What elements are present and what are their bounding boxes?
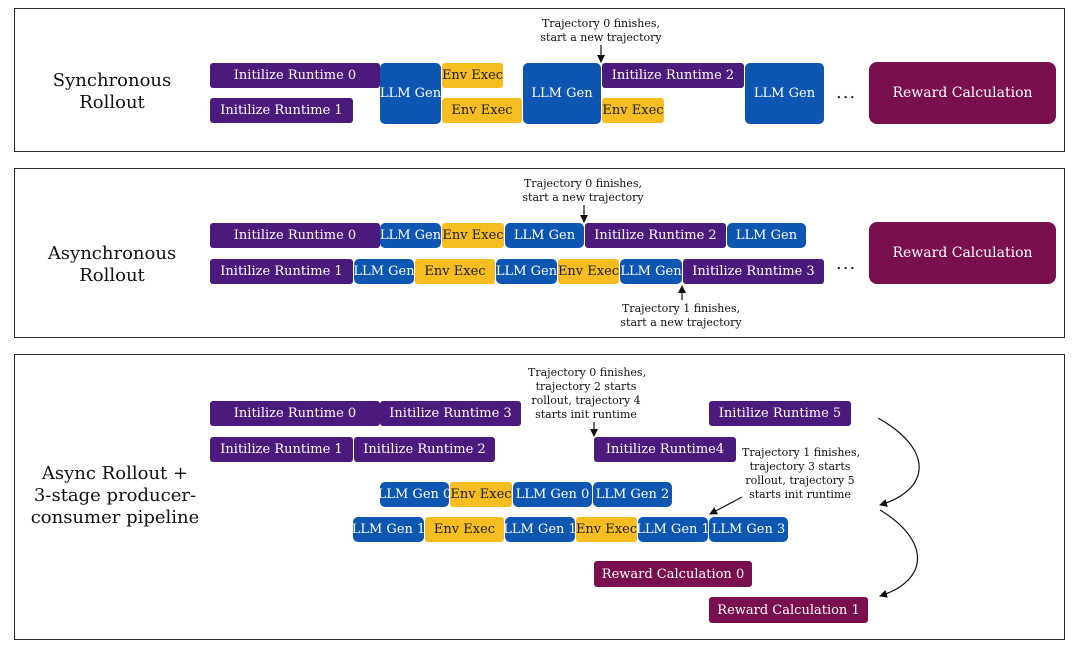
sync-ellipsis: ... — [836, 82, 857, 103]
async-note-bottom-line-2: start a new trajectory — [620, 316, 742, 329]
async-r2-llm-gen-3: LLM Gen — [620, 259, 682, 284]
async-r2-env-exec-2: Env Exec — [558, 259, 619, 284]
pipe-init-runtime-0: Initilize Runtime 0 — [210, 401, 380, 426]
sync-llm-gen-1: LLM Gen — [380, 63, 441, 124]
async-init-runtime-1: Initilize Runtime 1 — [210, 259, 353, 284]
sync-llm-gen-2: LLM Gen — [523, 63, 601, 124]
sync-env-exec-3: Env Exec — [602, 98, 664, 123]
pipe-r1-llm-gen-0b: LLM Gen 0 — [513, 482, 592, 507]
pipe-note-right-line-3: rollout, trajectory 5 — [745, 474, 855, 487]
pipe-r2-llm-gen-1a: LLM Gen 1 — [353, 517, 424, 542]
pipeline-title-line-1: Async Rollout + — [41, 463, 189, 484]
async-reward-calculation: Reward Calculation — [869, 222, 1056, 284]
sync-note-trajectory-0: Trajectory 0 finishes, start a new traje… — [540, 17, 662, 45]
async-note-trajectory-1: Trajectory 1 finishes, start a new traje… — [620, 302, 742, 330]
pipe-note-top-line-3: rollout, trajectory 4 — [531, 394, 641, 407]
async-r1-llm-gen-2: LLM Gen — [505, 223, 584, 248]
pipe-r2-llm-gen-1b: LLM Gen 1 — [505, 517, 575, 542]
async-r1-llm-gen-3: LLM Gen — [727, 223, 806, 248]
sync-note-line-2: start a new trajectory — [540, 31, 662, 44]
async-title: Asynchronous Rollout — [47, 243, 177, 286]
pipe-r2-llm-gen-3: LLM Gen 3 — [709, 517, 788, 542]
async-r2-env-exec-1: Env Exec — [415, 259, 495, 284]
pipe-init-runtime-5: Initilize Runtime 5 — [709, 401, 851, 426]
pipe-note-top-line-1: Trajectory 0 finishes, — [528, 366, 647, 379]
sync-env-exec-2: Env Exec — [442, 98, 522, 123]
pipe-curve-arrow-2 — [879, 509, 918, 598]
pipe-reward-calculation-1: Reward Calculation 1 — [709, 597, 868, 623]
async-ellipsis: ... — [836, 253, 857, 274]
pipe-note-right-arrow — [709, 496, 743, 515]
async-note-top-line-2: start a new trajectory — [522, 191, 644, 204]
pipeline-title: Async Rollout + 3-stage producer- consum… — [20, 463, 210, 529]
async-r2-llm-gen-1: LLM Gen — [354, 259, 414, 284]
pipe-r1-env-exec: Env Exec — [450, 482, 512, 507]
sync-init-runtime-2: Initilize Runtime 2 — [602, 63, 744, 88]
pipe-reward-calculation-0: Reward Calculation 0 — [594, 561, 752, 587]
pipe-r2-env-exec-1: Env Exec — [425, 517, 504, 542]
sync-init-runtime-1: Initilize Runtime 1 — [210, 98, 353, 123]
pipe-r2-env-exec-2: Env Exec — [576, 517, 637, 542]
pipeline-title-line-2: 3-stage producer- — [33, 485, 197, 506]
pipe-init-runtime-3: Initilize Runtime 3 — [380, 401, 521, 426]
async-note-top-line-1: Trajectory 0 finishes, — [523, 177, 643, 190]
async-r1-llm-gen-1: LLM Gen — [380, 223, 441, 248]
pipe-r1-llm-gen-0a: LLM Gen 0 — [380, 482, 449, 507]
pipe-note-top-line-2: trajectory 2 starts — [535, 380, 637, 393]
sync-env-exec-1: Env Exec — [442, 63, 503, 88]
pipe-note-trajectory-1: Trajectory 1 finishes, trajectory 3 star… — [742, 446, 861, 502]
sync-title: Synchronous Rollout — [52, 70, 172, 113]
pipe-note-right-line-4: starts init runtime — [749, 488, 851, 501]
pipe-init-runtime-2: Initilize Runtime 2 — [354, 437, 495, 462]
pipe-note-trajectory-0: Trajectory 0 finishes, trajectory 2 star… — [528, 366, 647, 422]
pipeline-title-line-3: consumer pipeline — [30, 507, 200, 528]
async-init-runtime-2: Initilize Runtime 2 — [585, 223, 726, 248]
sync-note-line-1: Trajectory 0 finishes, — [541, 17, 661, 30]
async-init-runtime-0: Initilize Runtime 0 — [210, 223, 380, 248]
pipe-note-right-line-2: trajectory 3 starts — [749, 460, 851, 473]
sync-init-runtime-0: Initilize Runtime 0 — [210, 63, 380, 88]
sync-llm-gen-3: LLM Gen — [745, 63, 824, 124]
async-r2-llm-gen-2: LLM Gen — [496, 259, 557, 284]
pipe-init-runtime-1: Initilize Runtime 1 — [210, 437, 353, 462]
pipe-curve-arrow-1 — [877, 417, 920, 507]
pipe-r1-llm-gen-2: LLM Gen 2 — [593, 482, 672, 507]
pipe-note-top-line-4: starts init runtime — [535, 408, 637, 421]
async-note-bottom-line-1: Trajectory 1 finishes, — [621, 302, 741, 315]
pipe-init-runtime-4: Initilize Runtime4 — [594, 437, 736, 462]
async-note-trajectory-0: Trajectory 0 finishes, start a new traje… — [522, 177, 644, 205]
async-init-runtime-3: Initilize Runtime 3 — [683, 259, 824, 284]
pipe-r2-llm-gen-1c: LLM Gen 1 — [638, 517, 708, 542]
pipe-note-right-line-1: Trajectory 1 finishes, — [742, 446, 861, 459]
async-r1-env-exec-1: Env Exec — [442, 223, 504, 248]
sync-reward-calculation: Reward Calculation — [869, 62, 1056, 124]
